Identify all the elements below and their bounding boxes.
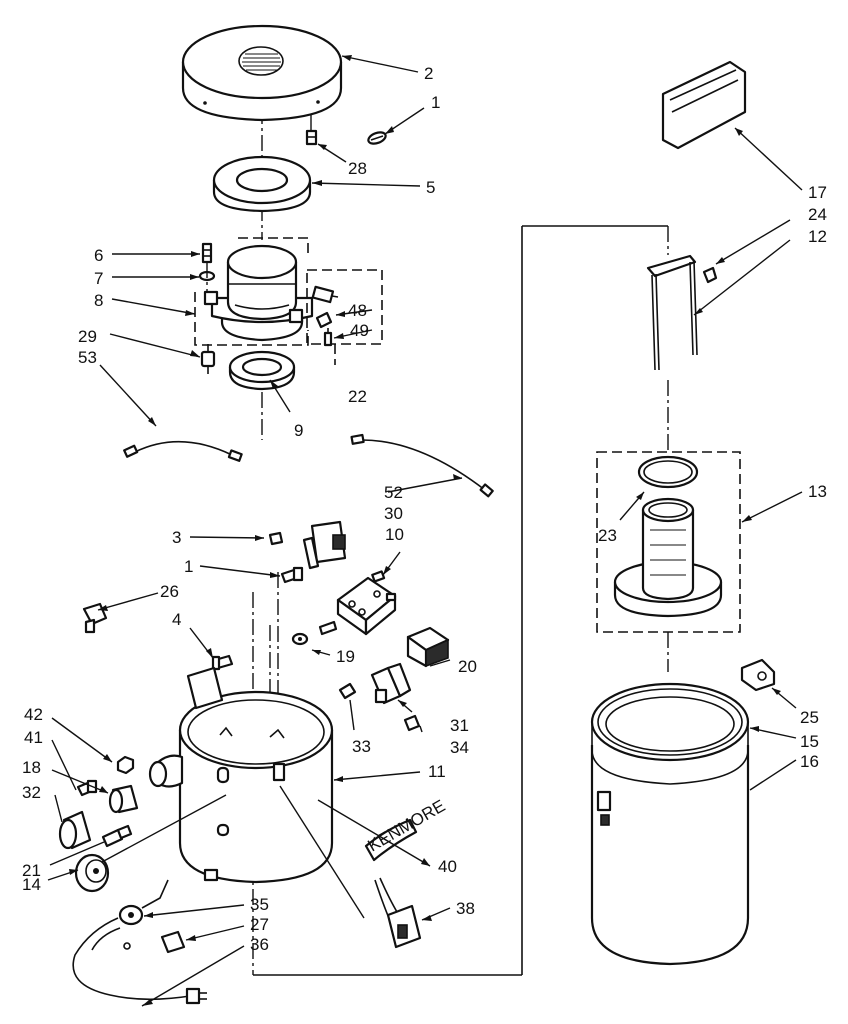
callout-1-mid: 1	[184, 557, 193, 576]
callout-21: 21	[22, 861, 41, 880]
callout-13: 13	[808, 482, 827, 501]
callout-labels: 2 1 28 5 6 7 8 48 49 29 53 22 9 52 3 30 …	[22, 64, 827, 954]
carbon-brush-part-48[interactable]	[311, 285, 339, 304]
switch-part-31[interactable]	[370, 662, 412, 705]
decal-text: KENMORE	[365, 796, 449, 855]
wire-lead-part-52[interactable]	[350, 433, 494, 498]
callout-14: 14	[22, 875, 41, 894]
nut-part-42[interactable]	[116, 755, 135, 775]
bracket-part-25[interactable]	[740, 658, 776, 692]
foam-ring-part[interactable]	[212, 155, 312, 213]
capacitor-part-29[interactable]	[200, 344, 216, 374]
callout-33: 33	[352, 737, 371, 756]
callout-52: 52	[384, 483, 403, 502]
callout-30: 30	[384, 504, 403, 523]
wire-nut-part-27[interactable]	[160, 930, 186, 954]
cord-reel-part-14[interactable]	[74, 853, 110, 893]
gasket-part-9[interactable]	[228, 350, 296, 391]
callout-3: 3	[172, 528, 181, 547]
top-cover-part[interactable]	[181, 24, 343, 122]
callout-12: 12	[808, 227, 827, 246]
callout-15: 15	[800, 732, 819, 751]
callout-16: 16	[800, 752, 819, 771]
callout-29: 29	[78, 327, 97, 346]
brush-kit-part[interactable]	[306, 269, 383, 365]
callout-6: 6	[94, 246, 103, 265]
callout-31: 31	[450, 716, 469, 735]
canister-rim-part-15[interactable]	[590, 682, 750, 785]
callout-32: 32	[22, 783, 41, 802]
screw-part-1[interactable]	[280, 566, 304, 584]
callout-36: 36	[250, 935, 269, 954]
nut-part-34[interactable]	[403, 714, 421, 732]
callout-53: 53	[78, 348, 97, 367]
wire-harness-part-35[interactable]	[118, 879, 169, 926]
bolt-part-41[interactable]	[76, 779, 98, 797]
leader-lines	[47, 55, 803, 1007]
switch-block-part-10[interactable]	[336, 570, 397, 636]
tube-part-32[interactable]	[58, 810, 92, 850]
callout-4: 4	[172, 610, 181, 629]
power-cord-part-36[interactable]	[72, 917, 207, 1005]
handle-grip-part-17[interactable]	[661, 60, 747, 150]
callout-23: 23	[598, 526, 617, 545]
screw-part-33-top[interactable]	[318, 620, 338, 636]
bushing-part-18[interactable]	[108, 784, 139, 814]
callout-27: 27	[250, 915, 269, 934]
terminal-block-part-38[interactable]	[374, 877, 422, 949]
clip-part-3[interactable]	[268, 531, 284, 546]
callout-49: 49	[350, 321, 369, 340]
callout-38: 38	[456, 899, 475, 918]
clip-part-28[interactable]	[305, 115, 318, 146]
canister-part-16[interactable]	[590, 745, 750, 966]
washer-part-7[interactable]	[198, 262, 216, 292]
screw-part-top[interactable]	[367, 130, 387, 146]
callout-42: 42	[24, 705, 43, 724]
callout-18: 18	[22, 758, 41, 777]
callout-48: 48	[348, 301, 367, 320]
callout-20: 20	[458, 657, 477, 676]
callout-19: 19	[336, 647, 355, 666]
callout-35: 35	[250, 895, 269, 914]
filter-assembly-part-13[interactable]	[596, 451, 741, 633]
callout-9: 9	[294, 421, 303, 440]
callout-10: 10	[385, 525, 404, 544]
callout-26: 26	[160, 582, 179, 601]
callout-22: 22	[348, 387, 367, 406]
callout-11: 11	[428, 762, 446, 781]
vent-grille-icon	[242, 53, 281, 71]
callout-5: 5	[426, 178, 435, 197]
handle-bail-part-12[interactable]	[646, 254, 698, 371]
callout-2: 2	[424, 64, 433, 83]
connector-part-21[interactable]	[101, 824, 133, 848]
wire-lead-part-53[interactable]	[123, 440, 243, 462]
decal-part-40[interactable]: KENMORE	[365, 796, 449, 862]
switch-housing-part-30[interactable]	[302, 520, 347, 570]
screw-part-33[interactable]	[338, 682, 357, 700]
motor-assembly-part[interactable]	[194, 237, 314, 346]
callout-34: 34	[450, 738, 469, 757]
callout-1-top: 1	[431, 93, 440, 112]
washer-part-19[interactable]	[291, 632, 309, 646]
callout-7: 7	[94, 269, 103, 288]
screw-part-6[interactable]	[201, 242, 213, 264]
filter-ring-part-23[interactable]	[637, 455, 699, 489]
callout-8: 8	[94, 291, 103, 310]
callout-17: 17	[808, 183, 827, 202]
screw-part-4[interactable]	[211, 654, 234, 671]
callout-24: 24	[808, 205, 827, 224]
brush-holder-part-49[interactable]	[315, 311, 333, 347]
callout-40: 40	[438, 857, 457, 876]
callout-41: 41	[24, 728, 43, 747]
callout-25: 25	[800, 708, 819, 727]
screw-part-24[interactable]	[702, 266, 718, 284]
receptacle-part-20[interactable]	[406, 626, 450, 668]
callout-28: 28	[348, 159, 367, 178]
motor-housing-part-11[interactable]	[148, 666, 334, 884]
